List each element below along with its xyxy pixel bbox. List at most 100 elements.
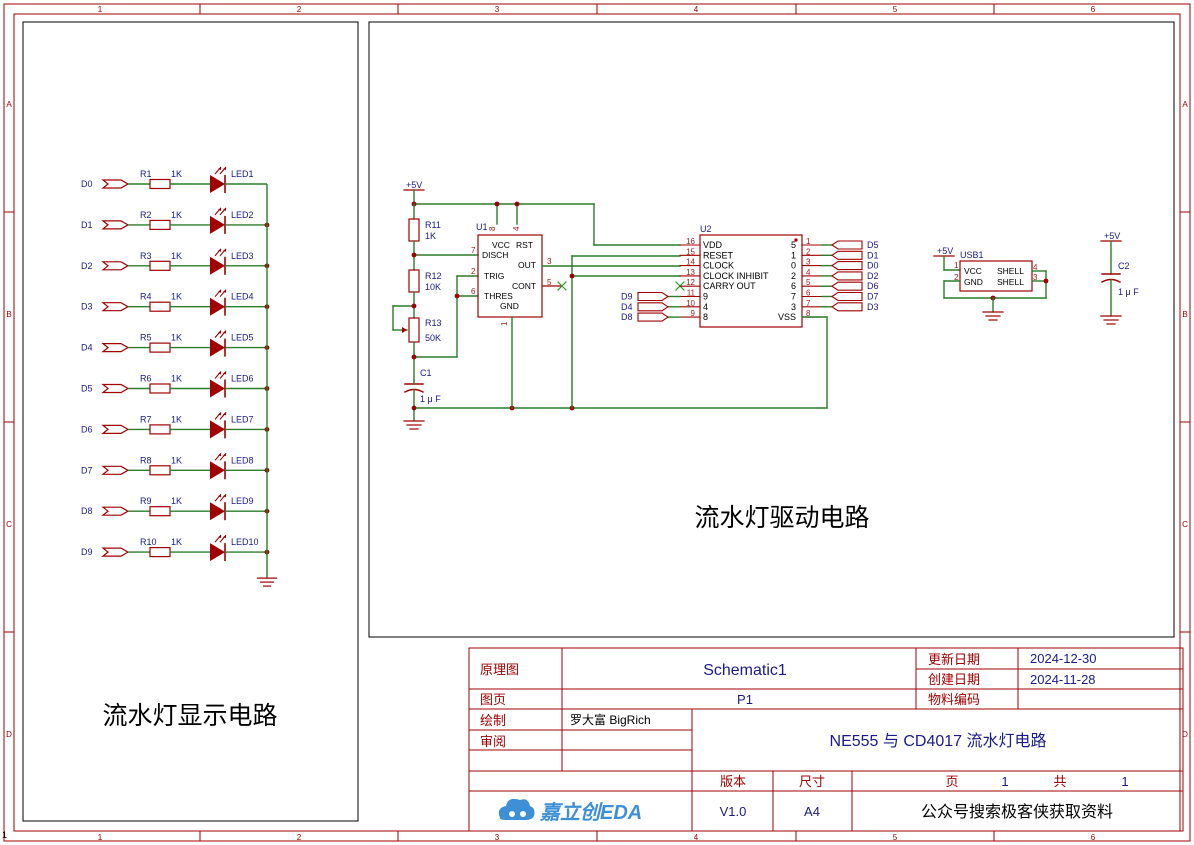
- frame-col-label-bottom: 4: [694, 833, 699, 842]
- display-title: 流水灯显示电路: [102, 702, 277, 730]
- u2-right-pin-name: 6: [791, 281, 796, 291]
- frame-row-label-left: D: [6, 730, 12, 739]
- no-connect-icon: [557, 281, 567, 291]
- net-label: D3: [81, 302, 93, 312]
- u2-ref: U2: [700, 224, 712, 234]
- resistor-value: 1K: [171, 251, 182, 261]
- led-diode-icon: [210, 502, 225, 521]
- net-label: D7: [81, 465, 93, 475]
- usb1-ref: USB1: [960, 250, 984, 260]
- r12-value: 10K: [425, 282, 441, 292]
- frame-row-label-right: A: [1182, 100, 1188, 109]
- tb-drawn-value: 罗大富 BigRich: [570, 712, 651, 727]
- net-label: D0: [81, 179, 93, 189]
- led-ref: LED9: [231, 496, 254, 506]
- led-ref: LED7: [231, 414, 254, 424]
- r11-ref: R11: [425, 220, 441, 230]
- u2-left-pin-name: RESET: [703, 250, 734, 260]
- frame-col-label-top: 6: [1091, 5, 1096, 14]
- cloud-icon: [498, 798, 535, 820]
- frame-col-label-bottom: 6: [1091, 833, 1096, 842]
- frame-col-label-top: 2: [297, 5, 302, 14]
- led-ref: LED10: [231, 537, 259, 547]
- u2-left-pin-number: 13: [686, 268, 695, 277]
- tb-size-value: A4: [804, 804, 820, 819]
- net-port-icon: [101, 220, 130, 230]
- u2-net-label: D3: [867, 302, 879, 312]
- tb-version-value: V1.0: [720, 804, 747, 819]
- frame-col-label-bottom: 3: [495, 833, 500, 842]
- u2-left-pin-number: 14: [686, 258, 695, 267]
- u2-right-pin-name: VSS: [778, 312, 796, 322]
- r11-body: [408, 218, 420, 242]
- resistor-ref: R6: [140, 374, 152, 384]
- u2-left-pin-number: 15: [686, 247, 695, 256]
- net-port-icon: [101, 302, 130, 312]
- tb-total-value: 1: [1121, 774, 1128, 789]
- resistor-value: 1K: [171, 292, 182, 302]
- u2-left-pin-name: CARRY OUT: [703, 281, 756, 291]
- net-port-icon: [831, 271, 863, 281]
- u1-pinnum-6: 6: [471, 287, 476, 296]
- u2-right-pin-number: 3: [806, 258, 811, 267]
- net-label: D2: [81, 261, 93, 271]
- resistor-body: [149, 383, 171, 394]
- u1-body: [477, 234, 543, 318]
- net-port-icon: [101, 506, 130, 516]
- u1-pin-thres: THRES: [484, 291, 513, 301]
- u1-pin-rst: RST: [516, 240, 533, 250]
- r13-body: [408, 317, 420, 343]
- r13-ref: R13: [425, 318, 442, 328]
- resistor-value: 1K: [171, 455, 182, 465]
- u2-right-pin-number: 7: [806, 299, 811, 308]
- u2-body: [699, 234, 803, 328]
- frame-col-label-bottom: 2: [297, 833, 302, 842]
- net-port-icon: [831, 261, 863, 271]
- resistor-value: 1K: [171, 414, 182, 424]
- usb1-pinnum-3: 3: [1033, 273, 1038, 282]
- resistor-ref: R4: [140, 292, 152, 302]
- resistor-value: 1K: [171, 210, 182, 220]
- led-diode-icon: [210, 379, 225, 398]
- tb-page-label: 图页: [480, 692, 506, 707]
- u2-net-label: D6: [867, 281, 879, 291]
- u2-right-pin-name: 0: [791, 261, 796, 271]
- net-label: D8: [81, 506, 93, 516]
- net-label: D5: [81, 384, 93, 394]
- frame-col-label-top: 4: [694, 5, 699, 14]
- net-label: D6: [81, 424, 93, 434]
- tb-created-label: 创建日期: [928, 672, 980, 687]
- u2-left-pin-number: 11: [687, 289, 696, 298]
- resistor-body: [149, 178, 171, 190]
- u2-net-label: D7: [867, 292, 879, 302]
- u1-pin-vcc: VCC: [492, 240, 510, 250]
- u2-left-pin-name: CLOCK INHIBIT: [703, 271, 769, 281]
- title-block: [468, 647, 1184, 832]
- led-diode-icon: [210, 256, 225, 275]
- driver-circuit: +5V R11 1K R12 10K R13 50K: [392, 180, 1139, 430]
- frame-row-label-left: A: [6, 100, 12, 109]
- tb-drawn-label: 绘制: [480, 713, 506, 728]
- led-ref: LED5: [231, 333, 254, 343]
- c2-ref: C2: [1118, 261, 1130, 271]
- u1-pinnum-7: 7: [471, 246, 476, 255]
- u2-right-pin-name: 7: [791, 292, 796, 302]
- resistor-value: 1K: [171, 496, 182, 506]
- frame-row-label-left: C: [6, 520, 12, 529]
- u2-left-pin-number: 16: [686, 237, 695, 246]
- net-port-icon: [101, 261, 130, 271]
- net-port-icon: [101, 424, 130, 434]
- usb1-pin-vcc: VCC: [964, 266, 982, 276]
- u2-left-pin-name: 8: [703, 312, 708, 322]
- frame-col-label-bottom: 5: [893, 833, 898, 842]
